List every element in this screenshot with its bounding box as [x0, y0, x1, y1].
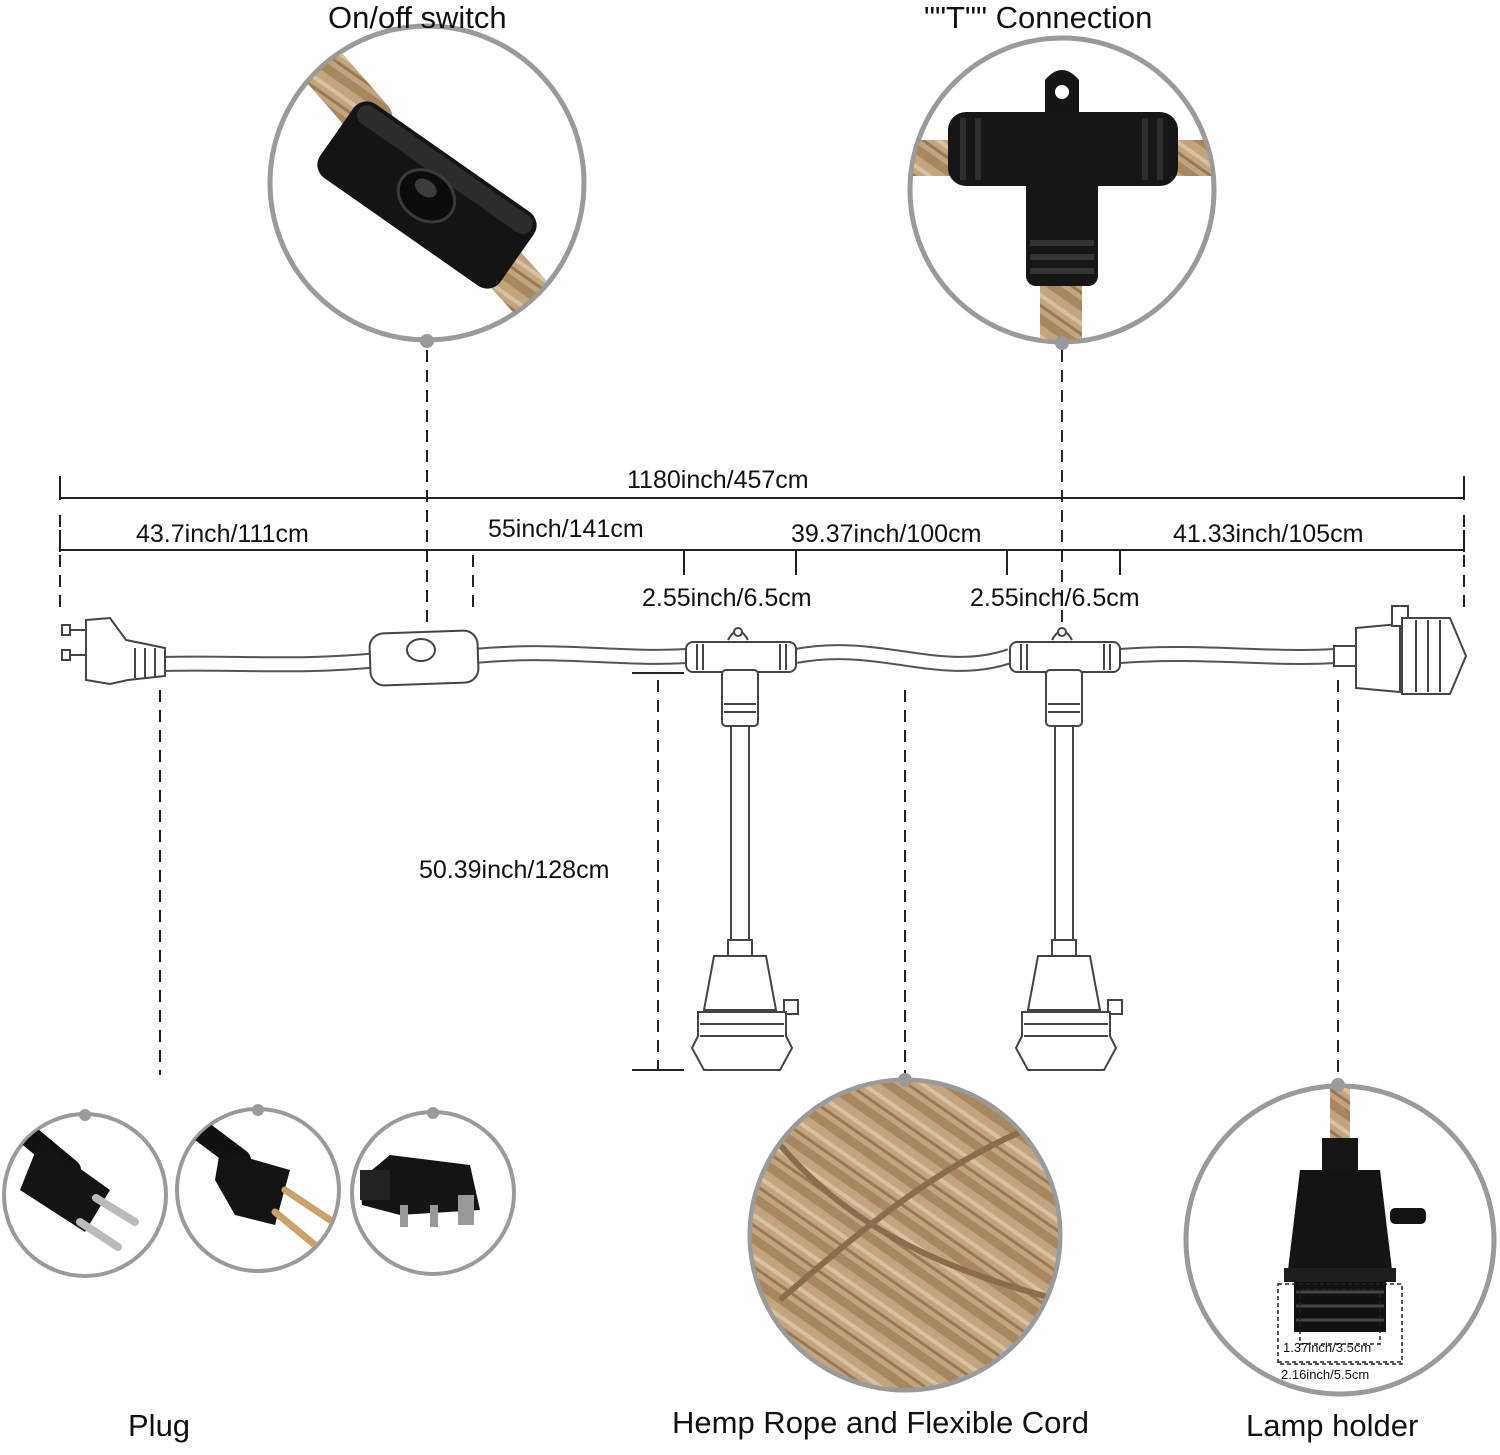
dim-holder-outer: 2.16inch/5.5cm: [1281, 1367, 1370, 1382]
plug-uk-circle: [350, 1107, 516, 1276]
t-connection-title: ""T"" Connection: [924, 0, 1153, 35]
plug-outline: [61, 616, 166, 686]
t-connector-2: [1009, 627, 1123, 1071]
dim-t1-width: 2.55inch/6.5cm: [642, 584, 812, 612]
switch-detail-circle: [267, 23, 587, 348]
t-connector-1: [685, 627, 799, 1071]
end-lamp-holder: [1333, 605, 1468, 695]
dim-plug-to-switch: 43.7inch/111cm: [136, 520, 309, 548]
dim-t2-to-holder: 41.33inch/105cm: [1173, 520, 1364, 548]
dim-total: 1180inch/457cm: [627, 466, 809, 494]
lamp-holder-title: Lamp holder: [1246, 1408, 1419, 1443]
dim-switch-to-t1: 55inch/141cm: [488, 515, 644, 543]
main-cord: [159, 644, 1337, 673]
plug-title: Plug: [128, 1408, 191, 1443]
hemp-title: Hemp Rope and Flexible Cord: [672, 1405, 1089, 1440]
lamp-holder-circle: [1183, 1078, 1497, 1397]
leader-lines: [59, 350, 1465, 1082]
plug-us-circle: [175, 1104, 341, 1273]
dim-t2-width: 2.55inch/6.5cm: [970, 584, 1140, 612]
dim-drop-length: 50.39inch/128cm: [419, 856, 610, 884]
plug-eu-circle: [2, 1109, 168, 1278]
dim-holder-inner: 1.37inch/3.5cm: [1283, 1340, 1372, 1355]
switch-title: On/off switch: [328, 0, 507, 35]
dim-t1-to-t2: 39.37inch/100cm: [791, 520, 982, 548]
switch-outline: [368, 629, 480, 687]
dimension-lines: [59, 476, 1465, 1071]
t-connection-detail-circle: [907, 35, 1217, 350]
hemp-rope-circle: [747, 1073, 1063, 1393]
